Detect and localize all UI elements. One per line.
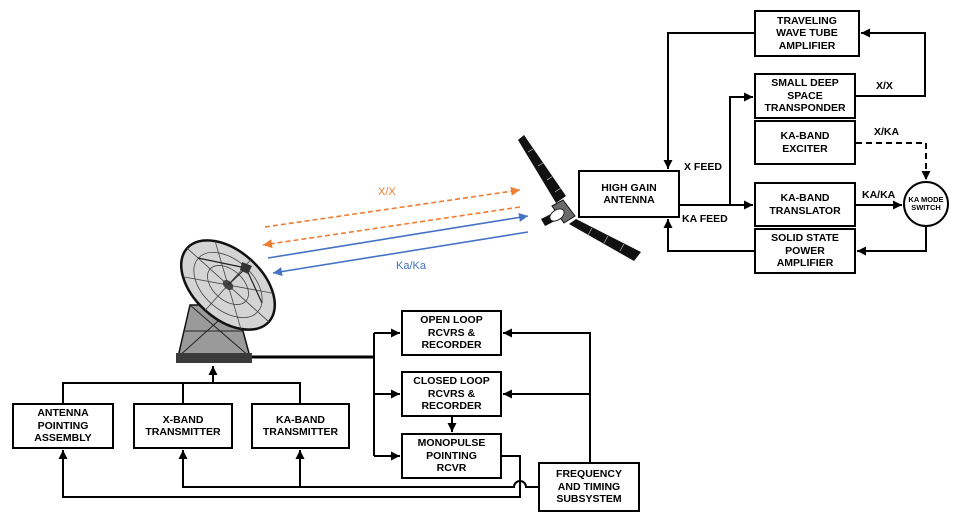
box-label-line: RCVR bbox=[436, 462, 467, 475]
sspa-to-hga-connector bbox=[663, 219, 754, 252]
box-label-line: RCVRS & bbox=[427, 326, 476, 339]
box-label-line: RECORDER bbox=[421, 339, 482, 352]
transmitters-to-dish-bus bbox=[62, 382, 301, 403]
switch-label-line: SWITCH bbox=[911, 203, 941, 212]
frequency-and-timing-subsystem-box: FREQUENCY AND TIMING SUBSYSTEM bbox=[538, 462, 640, 512]
antenna-pointing-assembly-box: ANTENNA POINTING ASSEMBLY bbox=[12, 403, 114, 449]
ka-band-link-label: Ka/Ka bbox=[396, 260, 426, 272]
box-label-line: TRANSMITTER bbox=[145, 426, 221, 438]
box-label-line: TRANSPONDER bbox=[764, 102, 846, 115]
x-band-link-label: X/X bbox=[378, 186, 396, 198]
box-label-line: ANTENNA bbox=[37, 407, 89, 420]
box-label-line: ASSEMBLY bbox=[34, 432, 92, 445]
box-label-line: RCVRS & bbox=[427, 387, 476, 400]
box-label-line: X-BAND bbox=[162, 413, 204, 426]
x-ka-label: X/KA bbox=[874, 126, 900, 138]
pedestal-base bbox=[176, 353, 252, 363]
ka-feed-label: KA FEED bbox=[682, 213, 728, 225]
box-label-line: CLOSED LOOP bbox=[413, 375, 490, 388]
box-label-line: AMPLIFIER bbox=[778, 39, 836, 52]
ka-band-uplink-arrow bbox=[267, 212, 529, 259]
box-label-line: SOLID STATE bbox=[771, 232, 839, 245]
x-x-label: X/X bbox=[876, 80, 893, 92]
x-band-uplink-arrow bbox=[264, 186, 521, 228]
solar-array-upper bbox=[518, 135, 566, 203]
ka-band-transmitter-box: KA-BAND TRANSMITTER bbox=[251, 403, 350, 449]
x-feed-label: X FEED bbox=[684, 161, 722, 173]
box-label-line: TRAVELING bbox=[777, 14, 837, 27]
x-band-downlink-arrow bbox=[262, 206, 521, 249]
box-label-line: KA-BAND bbox=[276, 413, 325, 426]
ka-ka-label: KA/KA bbox=[862, 189, 896, 201]
spacecraft-icon bbox=[518, 135, 641, 261]
feed-horn bbox=[240, 262, 252, 274]
box-label-line: KA-BAND bbox=[780, 192, 830, 204]
box-label-line: ANTENNA bbox=[603, 194, 655, 206]
box-label-line: POWER bbox=[785, 244, 825, 257]
open-loop-receivers-box: OPEN LOOP RCVRS & RECORDER bbox=[401, 310, 502, 356]
switch-label-line: KA MODE bbox=[908, 194, 944, 204]
box-label-line: AMPLIFIER bbox=[776, 257, 834, 270]
ka-mode-switch: KA MODE SWITCH bbox=[903, 181, 949, 227]
small-deep-space-transponder-box: SMALL DEEP SPACE TRANSPONDER bbox=[754, 73, 856, 119]
box-label-line: KA-BAND bbox=[780, 130, 830, 142]
box-label-line: WAVE TUBE bbox=[776, 27, 838, 40]
spacecraft-dish bbox=[549, 208, 565, 222]
monopulse-to-pointing-connector bbox=[58, 450, 521, 498]
closed-loop-receivers-box: CLOSED LOOP RCVRS & RECORDER bbox=[401, 371, 502, 417]
box-label-line: AND TIMING bbox=[557, 480, 621, 493]
ka-band-translator-box: KA-BAND TRANSLATOR bbox=[754, 182, 856, 227]
hga-to-transponder-connector bbox=[729, 92, 753, 205]
high-gain-antenna-box: HIGH GAIN ANTENNA bbox=[578, 170, 680, 218]
ka-band-exciter-box: KA-BAND EXCITER bbox=[754, 120, 856, 165]
box-label-line: OPEN LOOP bbox=[420, 314, 483, 327]
box-label-line: POINTING bbox=[37, 419, 89, 432]
timing-to-x-band-transmitter-connector bbox=[178, 450, 538, 488]
transponder-to-twta-connector bbox=[856, 28, 926, 97]
traveling-wave-tube-amplifier-box: TRAVELING WAVE TUBE AMPLIFIER bbox=[754, 10, 860, 57]
box-label-line: POINTING bbox=[426, 449, 477, 462]
box-label-line: SUBSYSTEM bbox=[556, 493, 622, 506]
box-label-line: TRANSLATOR bbox=[769, 204, 841, 217]
switch-to-sspa-connector bbox=[857, 227, 927, 256]
timing-to-open-loop-connector bbox=[503, 328, 591, 462]
ka-band-downlink-arrow bbox=[272, 231, 529, 277]
box-label-line: FREQUENCY bbox=[556, 468, 622, 481]
solar-array-upper-cells bbox=[527, 148, 562, 193]
dish-antenna-icon bbox=[176, 239, 277, 363]
x-band-transmitter-box: X-BAND TRANSMITTER bbox=[133, 403, 233, 449]
solar-array-lower-cells bbox=[587, 227, 625, 252]
box-label-line: SPACE bbox=[787, 89, 823, 102]
box-label-line: HIGH GAIN bbox=[601, 181, 657, 194]
box-label-line: SMALL DEEP bbox=[771, 77, 839, 90]
exciter-to-switch-connector bbox=[856, 142, 931, 180]
solar-array-lower bbox=[569, 219, 641, 261]
box-label-line: TRANSMITTER bbox=[262, 426, 339, 438]
box-label-line: EXCITER bbox=[782, 142, 828, 155]
box-label-line: RECORDER bbox=[421, 400, 482, 413]
box-label-line: MONOPULSE bbox=[417, 437, 486, 450]
twta-to-hga-connector bbox=[663, 32, 754, 169]
solid-state-power-amplifier-box: SOLID STATE POWER AMPLIFIER bbox=[754, 228, 856, 274]
monopulse-pointing-receiver-box: MONOPULSE POINTING RCVR bbox=[401, 433, 502, 479]
